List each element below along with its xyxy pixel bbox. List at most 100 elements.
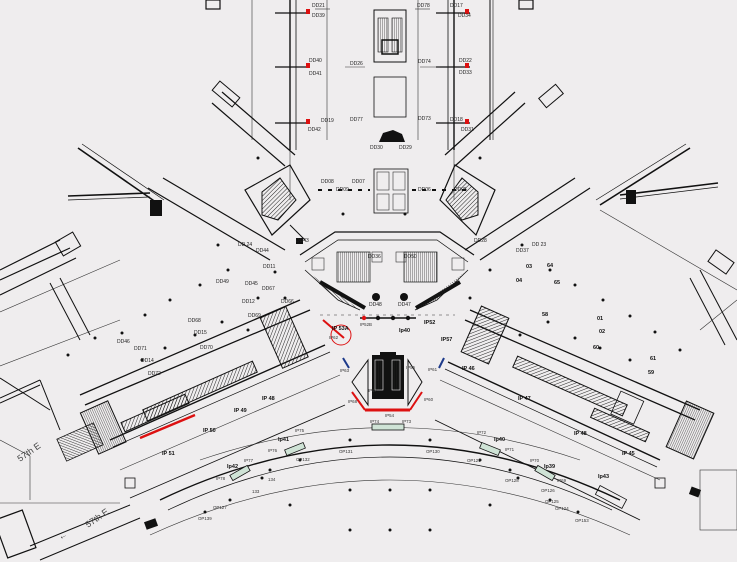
door-label: 04 xyxy=(516,278,523,284)
door-label: IP71 xyxy=(505,447,515,452)
door-label: OP124 xyxy=(555,506,569,511)
door-label: DD67 xyxy=(262,286,275,292)
door-label: DD41 xyxy=(309,71,322,77)
gate-label: IP 51 xyxy=(162,451,175,457)
direction-arrow-icon: ← xyxy=(57,529,69,542)
gate-label: IP 50 xyxy=(203,428,216,434)
gate-label: IP 45 xyxy=(622,451,635,457)
door-label: DD46 xyxy=(117,339,130,345)
door-label: 133 xyxy=(252,489,260,494)
door-label: IP78 xyxy=(216,476,226,481)
door-label: DD12 xyxy=(242,299,255,305)
door-label: OP131 xyxy=(339,449,353,454)
column-markers xyxy=(66,156,682,532)
door-label: DD06 xyxy=(418,187,431,193)
south-concourse xyxy=(149,423,631,536)
door-label: DD21 xyxy=(312,3,325,9)
gate-label: IP60 xyxy=(424,397,434,402)
door-label: OP129 xyxy=(467,458,481,463)
door-label: DD33 xyxy=(459,70,472,76)
gate-label: IP 46 xyxy=(462,366,475,372)
northwest-wing xyxy=(0,80,311,431)
door-label: DD22 xyxy=(459,58,472,64)
street-label: 57th E xyxy=(15,441,42,464)
door-label: DD36 xyxy=(368,254,381,260)
gate-label: IP55 xyxy=(406,365,416,370)
door-label: DD69 xyxy=(248,313,261,319)
door-label: OP130 xyxy=(426,449,440,454)
gate-label: IP 53A xyxy=(332,326,349,332)
door-label: IP76 xyxy=(268,448,278,453)
door-label: DD26 xyxy=(350,61,363,67)
door-label: DD73 xyxy=(418,116,431,122)
door-label: 60 xyxy=(593,345,599,351)
door-label: DD44 xyxy=(256,248,269,254)
door-label: IP75 xyxy=(295,428,305,433)
gate-label: Ip39 xyxy=(544,464,555,470)
door-label: 01 xyxy=(597,316,603,322)
door-label: DD71 xyxy=(134,346,147,352)
door-label: DD70 xyxy=(200,345,213,351)
door-label: DD78 xyxy=(417,3,430,9)
gate-label: IP62 xyxy=(329,335,339,340)
door-label: IP70 xyxy=(530,458,540,463)
street-labels: 57th E 57th E ← xyxy=(15,441,110,542)
door-label: OP128 xyxy=(505,478,519,483)
door-label: OP125 xyxy=(545,499,559,504)
door-label: DD77 xyxy=(350,117,363,123)
door-label: DD18 xyxy=(450,117,463,123)
gate-label: Ip40 xyxy=(399,328,410,334)
gate-labels: IP 53A IP62 IP52B IP52 Ip40 IP57 IP 48 I… xyxy=(162,320,635,480)
door-label: DD15 xyxy=(194,330,207,336)
gate-label: IP 47 xyxy=(518,396,531,402)
door-label: 61 xyxy=(650,356,656,362)
gate-label: IP52 xyxy=(424,320,435,326)
door-label: DD68 xyxy=(188,318,201,324)
east-concourse xyxy=(434,305,737,531)
gate-label: IP68 xyxy=(348,399,358,404)
door-label: DD11 xyxy=(263,264,276,270)
door-label: DD45 xyxy=(245,281,258,287)
door-label: DD39 xyxy=(312,13,325,19)
door-label: DD05 xyxy=(454,187,467,193)
gate-label: IP 48 xyxy=(574,431,587,437)
gate-label: IP52B xyxy=(360,322,372,327)
gate-label: IP 48 xyxy=(262,396,275,402)
door-labels: DD21 DD39 DD78 DD17 DD34 DD40 DD41 DD26 … xyxy=(117,3,656,377)
gate-label: Ip41 xyxy=(278,437,289,443)
door-label: DD09 xyxy=(336,187,349,193)
gate-label: IP67 xyxy=(368,388,378,393)
door-label: DD47 xyxy=(398,302,411,308)
door-label: DD42 xyxy=(308,127,321,133)
door-label: DD48 xyxy=(369,302,382,308)
door-label: DD37 xyxy=(516,248,529,254)
door-label: IP77 xyxy=(244,458,254,463)
door-label: DD40 xyxy=(309,58,322,64)
door-label: 65 xyxy=(554,280,560,286)
door-label: DD19 xyxy=(321,118,334,124)
north-corridor xyxy=(205,0,534,214)
door-label: 64 xyxy=(547,263,554,269)
bottom-labels: IP76 IP75 OP132 OP131 OP130 IP72 IP71 OP… xyxy=(198,428,589,523)
door-label: 02 xyxy=(599,329,605,335)
central-hub xyxy=(299,231,475,412)
gate-label: IP61 xyxy=(428,367,438,372)
door-label: DD72 xyxy=(148,371,161,377)
gate-label: IP73 xyxy=(402,419,412,424)
door-label: OP127 xyxy=(213,505,227,510)
door-label: OP132 xyxy=(296,457,310,462)
door-label: DD43 xyxy=(296,238,309,244)
door-label: 134 xyxy=(268,477,276,482)
door-label: OP153 xyxy=(575,518,589,523)
door-label: IP69 xyxy=(557,478,567,483)
door-label: DD31 xyxy=(461,127,474,133)
door-label: 59 xyxy=(648,370,654,376)
gate-label: IP57 xyxy=(441,337,452,343)
door-label: DD07 xyxy=(352,179,365,185)
northeast-wing xyxy=(439,83,737,346)
door-label: DD74 xyxy=(418,59,431,65)
door-label: DD28 xyxy=(474,238,487,244)
door-label: DD49 xyxy=(216,279,229,285)
